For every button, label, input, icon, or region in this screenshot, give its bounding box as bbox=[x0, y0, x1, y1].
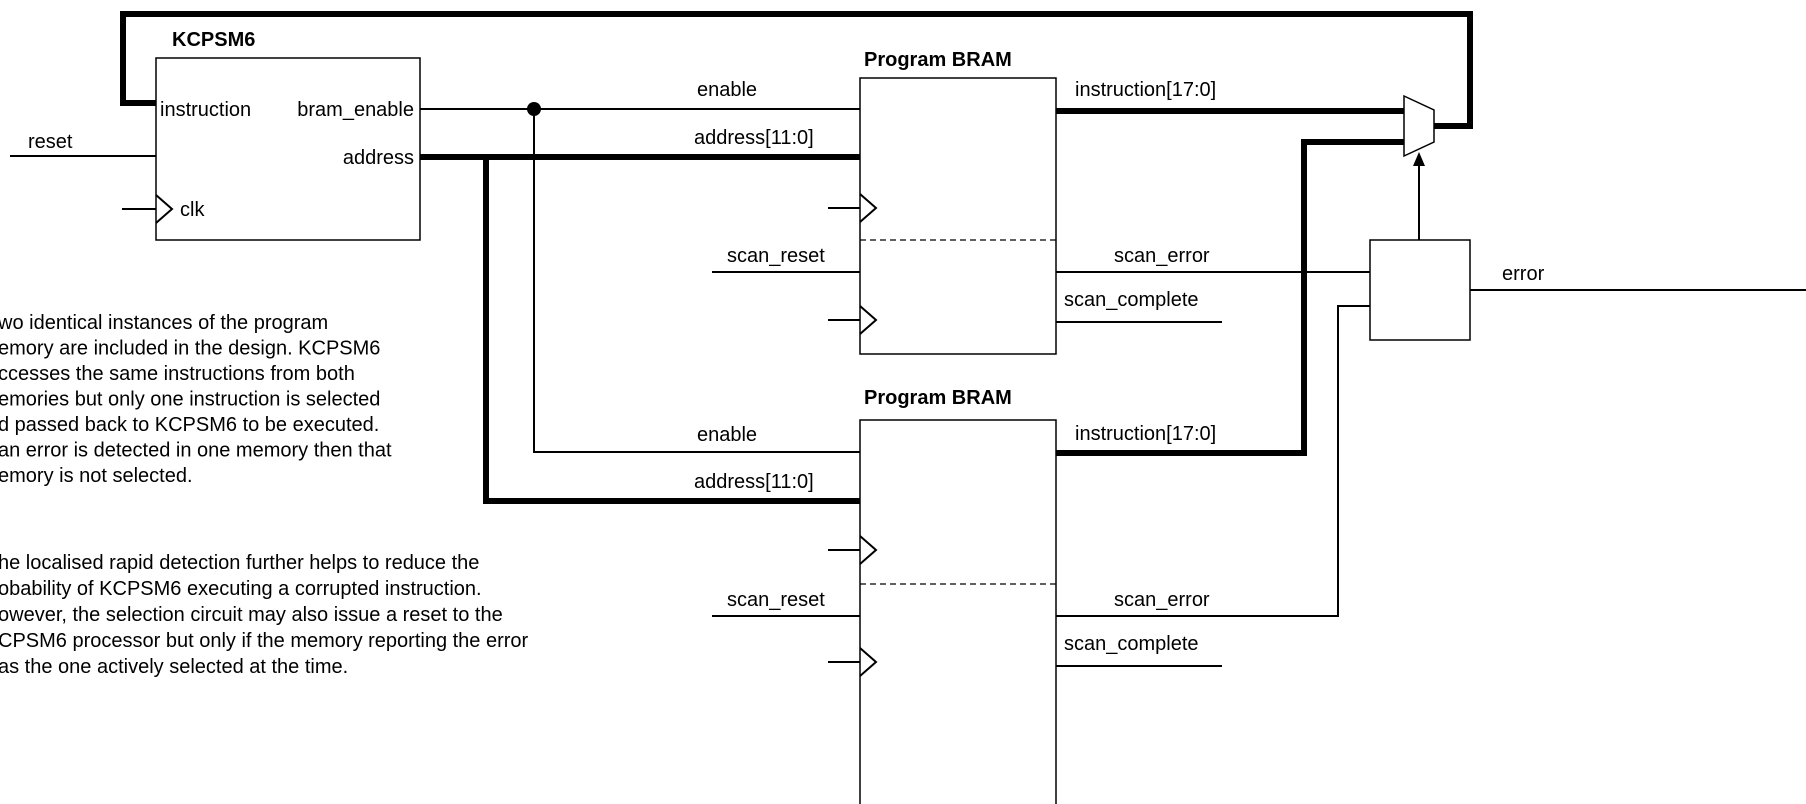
selection-logic-block bbox=[1369, 239, 1471, 341]
bram-bottom-scan-reset-label: scan_reset bbox=[727, 589, 825, 611]
reset-label: reset bbox=[28, 131, 73, 153]
note-1-line: emory are included in the design. KCPSM6 bbox=[0, 338, 380, 360]
note-1-line: an error is detected in one memory then … bbox=[0, 440, 392, 462]
note-1-line: wo identical instances of the program bbox=[0, 312, 328, 334]
note-paragraph-1: wo identical instances of the program em… bbox=[0, 312, 397, 487]
bram-bottom-scan-complete-label: scan_complete bbox=[1064, 633, 1199, 655]
note-2-line: owever, the selection circuit may also i… bbox=[0, 604, 503, 626]
program-bram-top: Program BRAM enable address[11:0] scan_r… bbox=[694, 49, 1222, 355]
bram-bottom-block bbox=[859, 419, 1057, 804]
note-2-line: CPSM6 processor but only if the memory r… bbox=[0, 630, 529, 652]
kcpsm6-port-bram-enable: bram_enable bbox=[297, 99, 414, 121]
note-2-line: he localised rapid detection further hel… bbox=[0, 552, 479, 574]
bram-top-scan-complete-label: scan_complete bbox=[1064, 289, 1199, 311]
bram-bottom-scan-error-label: scan_error bbox=[1114, 589, 1210, 611]
instruction-bus-bottom bbox=[1056, 139, 1404, 456]
kcpsm6-clock-triangle bbox=[155, 194, 174, 224]
bram-top-enable-label: enable bbox=[697, 79, 757, 101]
bram-bottom-title: Program BRAM bbox=[864, 387, 1012, 409]
instruction-mux bbox=[1403, 94, 1435, 158]
bram-top-scan-reset-label: scan_reset bbox=[727, 245, 825, 267]
note-2-line: obability of KCPSM6 executing a corrupte… bbox=[0, 578, 482, 600]
kcpsm6-port-instruction: instruction bbox=[160, 99, 251, 121]
note-paragraph-2: he localised rapid detection further hel… bbox=[0, 552, 534, 678]
bram-top-address-label: address[11:0] bbox=[694, 127, 814, 149]
bram-bottom-clock2-triangle bbox=[859, 647, 878, 677]
note-1-line: d passed back to KCPSM6 to be executed. bbox=[0, 414, 379, 436]
bram-top-title: Program BRAM bbox=[864, 49, 1012, 71]
kcpsm6-port-address: address bbox=[343, 147, 414, 169]
address-bus-bottom bbox=[483, 157, 860, 504]
bram-bottom-instruction-label: instruction[17:0] bbox=[1075, 423, 1216, 445]
bram-bottom-clock1-triangle bbox=[859, 535, 878, 565]
bram-top-clock1-triangle bbox=[859, 193, 878, 223]
kcpsm6-port-clk: clk bbox=[180, 199, 205, 221]
enable-net-bottom bbox=[533, 109, 860, 453]
bram-top-scan-error-label: scan_error bbox=[1114, 245, 1210, 267]
instruction-feedback-bus bbox=[120, 11, 1473, 129]
bram-top-block bbox=[859, 77, 1057, 355]
program-bram-bottom: Program BRAM enable address[11:0] scan_r… bbox=[694, 387, 1222, 804]
note-2-line: as the one actively selected at the time… bbox=[0, 656, 348, 678]
kcpsm6-block bbox=[155, 57, 421, 241]
kcpsm6-title: KCPSM6 bbox=[172, 29, 255, 51]
error-label: error bbox=[1502, 263, 1545, 285]
note-1-line: emories but only one instruction is sele… bbox=[0, 389, 380, 411]
note-1-line: emory is not selected. bbox=[0, 465, 193, 487]
scan-error-bottom-wire bbox=[1056, 305, 1370, 617]
note-1-line: ccesses the same instructions from both bbox=[0, 363, 355, 385]
bram-bottom-address-label: address[11:0] bbox=[694, 471, 814, 493]
bram-top-instruction-label: instruction[17:0] bbox=[1075, 79, 1216, 101]
mux-select-arrowhead bbox=[1413, 152, 1425, 166]
bram-top-clock2-triangle bbox=[859, 305, 878, 335]
bram-bottom-enable-label: enable bbox=[697, 424, 757, 446]
